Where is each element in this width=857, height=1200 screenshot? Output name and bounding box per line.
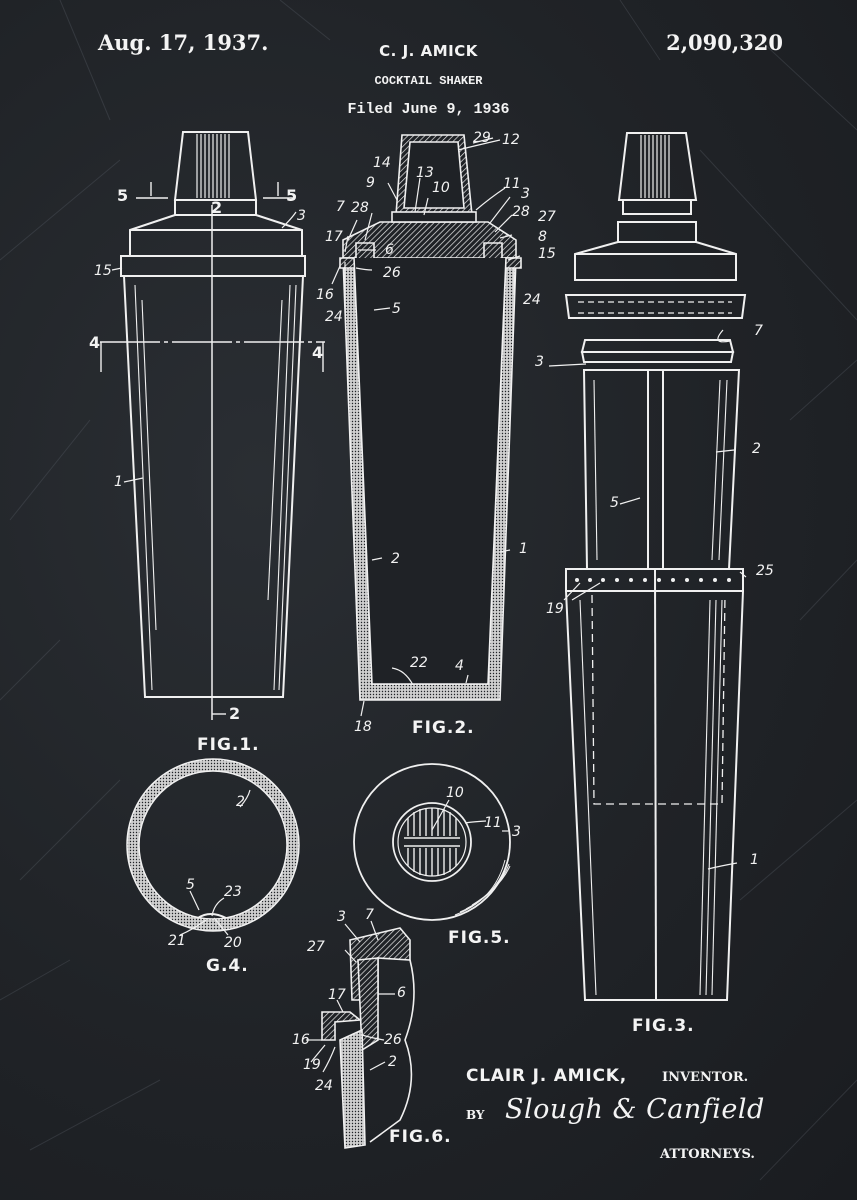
fig3-ref-3: 3 (535, 354, 544, 370)
fig2-ref-28-left: 28 (351, 200, 369, 216)
fig2-ref-1: 1 (519, 541, 528, 557)
fig6-ref-26: 26 (384, 1032, 402, 1048)
fig1-caption: FIG.1. (197, 735, 260, 755)
figure-2-shaker-section (339, 134, 522, 701)
fig6-ref-17: 17 (328, 987, 346, 1003)
fig2-ref-18: 18 (354, 719, 372, 735)
inventor-full-name: CLAIR J. AMICK, (466, 1066, 628, 1086)
fig2-ref-24-left: 24 (325, 309, 343, 325)
fig2-caption: FIG.2. (412, 718, 475, 738)
patent-date: Aug. 17, 1937. (98, 30, 269, 55)
fig3-ref-25: 25 (756, 563, 774, 579)
fig6-caption: FIG.6. (389, 1127, 452, 1147)
fig1-section-2-top: 2 (211, 198, 223, 217)
fig2-ref-24-right: 24 (523, 292, 541, 308)
figure-4-ring-section (126, 758, 300, 932)
fig3-ref-19: 19 (546, 601, 564, 617)
fig1-section-5-right: 5 (286, 186, 298, 205)
patent-title: COCKTAIL SHAKER (374, 74, 483, 88)
figure-6-detail-section (321, 927, 415, 1149)
fig2-ref-3: 3 (521, 186, 530, 202)
fig5-ref-3: 3 (512, 824, 521, 840)
fig5-caption: FIG.5. (448, 928, 511, 948)
by-label: BY (466, 1108, 485, 1122)
fig1-ref-15: 15 (94, 263, 112, 279)
fig2-ref-7: 7 (336, 199, 345, 215)
fig2-ref-13: 13 (416, 165, 434, 181)
fig2-ref-2: 2 (391, 551, 400, 567)
leader-lines (111, 137, 747, 1073)
fig6-ref-16: 16 (292, 1032, 310, 1048)
fig2-ref-10: 10 (432, 180, 450, 196)
figure-3-shaker-exploded (564, 132, 747, 1001)
fig2-ref-12: 12 (502, 132, 520, 148)
fig1-ref-1: 1 (114, 474, 123, 490)
fig4-ref-20: 20 (224, 935, 242, 951)
attorneys-role: ATTORNEYS. (660, 1147, 755, 1162)
fig6-ref-19: 19 (303, 1057, 321, 1073)
fig1-section-5-left: 5 (117, 186, 129, 205)
fig1-section-4-right: 4 (312, 343, 324, 362)
fig4-caption: G.4. (206, 956, 249, 976)
fig2-ref-29: 29 (473, 130, 491, 146)
fig3-ref-7: 7 (754, 323, 763, 339)
inventor-short-name: C. J. AMICK (379, 42, 478, 60)
figure-5-top-view (353, 763, 511, 921)
fig5-ref-10: 10 (446, 785, 464, 801)
fig2-ref-5: 5 (392, 301, 401, 317)
fig4-ref-2: 2 (236, 794, 245, 810)
fig2-ref-27: 27 (538, 209, 556, 225)
fig6-ref-24: 24 (315, 1078, 333, 1094)
fig1-section-2-bottom: 2 (229, 704, 241, 723)
fig5-ref-11: 11 (484, 815, 502, 831)
attorneys-signature: Slough & Canfield (505, 1094, 765, 1125)
fig2-ref-17: 17 (325, 229, 343, 245)
fig6-ref-3: 3 (337, 909, 346, 925)
fig2-ref-11: 11 (503, 176, 521, 192)
figure-1-shaker-elevation (100, 131, 325, 720)
patent-number: 2,090,320 (666, 30, 783, 55)
fig2-ref-16: 16 (316, 287, 334, 303)
fig3-caption: FIG.3. (632, 1016, 695, 1036)
fig4-ref-5: 5 (186, 877, 195, 893)
fig2-ref-14: 14 (373, 155, 391, 171)
fig2-ref-28-right: 28 (512, 204, 530, 220)
fig1-section-4-left: 4 (89, 333, 101, 352)
fig2-ref-15: 15 (538, 246, 556, 262)
fig2-ref-6: 6 (385, 242, 394, 258)
fig3-ref-2: 2 (752, 441, 761, 457)
fig3-ref-5: 5 (610, 495, 619, 511)
fig2-ref-9: 9 (366, 175, 375, 191)
fig6-ref-6: 6 (397, 985, 406, 1001)
fig2-ref-4: 4 (455, 658, 464, 674)
fig1-ref-3: 3 (297, 208, 306, 224)
fig4-ref-21: 21 (168, 933, 186, 949)
fig6-ref-7: 7 (365, 907, 374, 923)
fig6-ref-27: 27 (307, 939, 325, 955)
fig2-ref-22: 22 (410, 655, 428, 671)
fig4-ref-23: 23 (224, 884, 242, 900)
fig3-ref-1: 1 (750, 852, 759, 868)
fig2-ref-26: 26 (383, 265, 401, 281)
fig6-ref-2: 2 (388, 1054, 397, 1070)
filed-date: Filed June 9, 1936 (347, 101, 510, 118)
fig2-ref-8: 8 (538, 229, 547, 245)
inventor-role: INVENTOR. (662, 1070, 749, 1085)
